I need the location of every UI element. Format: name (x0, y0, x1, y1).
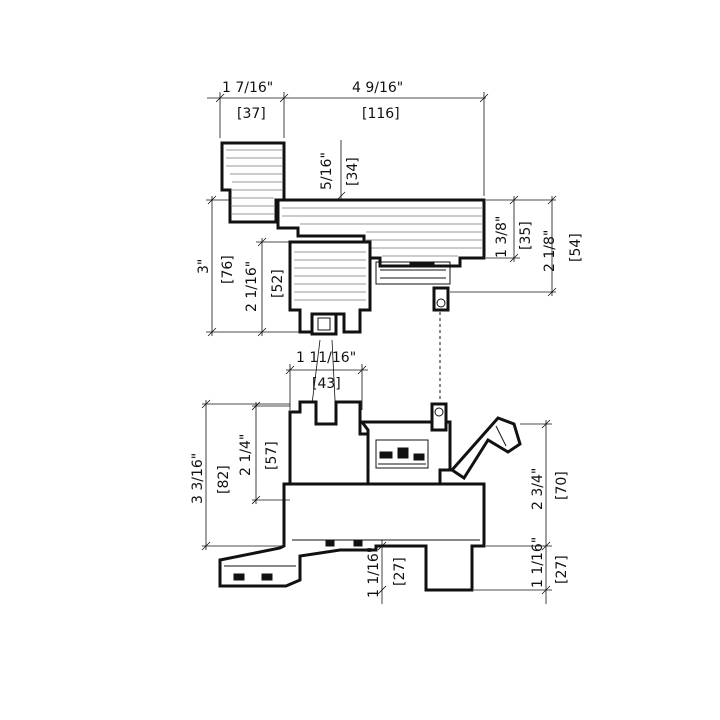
dim-top-left-inches: 1 7/16" (222, 80, 273, 96)
right-dims-upper (450, 195, 557, 297)
dim-bottom-right-mm: [27] (554, 555, 570, 584)
dim-top-right-mm: [116] (362, 106, 400, 122)
left-dims-upper (206, 195, 300, 337)
dim-right-a-inches: 1 3/8" (494, 216, 510, 258)
small-vertical-dim (336, 140, 346, 201)
dim-lower-left-b-inches: 2 1/4" (238, 434, 254, 476)
dim-lower-left-a-mm: [82] (216, 465, 232, 494)
dim-bottom-mid-inches: 1 1/16" (366, 547, 382, 598)
dim-bottom-right-inches: 1 1/16" (530, 537, 546, 588)
dim-small-inches: 5/16" (319, 152, 335, 190)
dim-mid-inches: 1 11/16" (296, 350, 356, 366)
dim-left-b-mm: [52] (270, 269, 286, 298)
dim-mid-mm: [43] (312, 376, 341, 392)
dim-top-right-inches: 4 9/16" (352, 80, 403, 96)
dim-top-left-mm: [37] (237, 106, 266, 122)
upper-sash-section (220, 141, 486, 336)
dim-right-b-mm: [54] (568, 233, 584, 262)
dim-lower-right-inches: 2 3/4" (530, 468, 546, 510)
dim-lower-left-b-mm: [57] (264, 441, 280, 470)
dim-small-mm: [34] (345, 157, 361, 186)
dim-right-b-inches: 2 1/8" (542, 230, 558, 272)
dim-left-b-inches: 2 1/16" (244, 261, 260, 312)
dim-lower-right-mm: [70] (554, 471, 570, 500)
dim-lower-left-a-inches: 3 3/16" (190, 453, 206, 504)
dim-right-a-mm: [35] (518, 221, 534, 250)
bottom-mid-dims (377, 540, 387, 604)
dim-left-a-inches: 3" (196, 259, 212, 274)
dim-bottom-mid-mm: [27] (392, 557, 408, 586)
top-dimension-lines (207, 92, 489, 196)
dim-left-a-mm: [76] (220, 255, 236, 284)
lower-sill-section (218, 400, 522, 592)
left-dims-lower (201, 399, 290, 551)
right-dims-lower (474, 419, 552, 604)
